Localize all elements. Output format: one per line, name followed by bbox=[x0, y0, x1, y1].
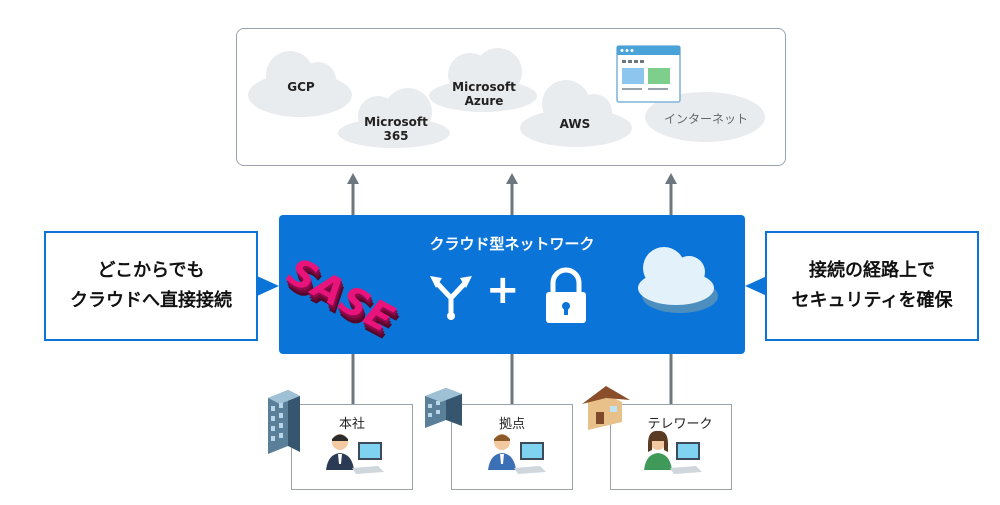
branch-building-icon bbox=[425, 388, 462, 428]
house-icon bbox=[582, 386, 630, 430]
microsoft-365-label: Microsoft 365 bbox=[364, 115, 428, 143]
left-callout-pointer-icon bbox=[257, 276, 279, 296]
microsoft-azure-cloud-icon bbox=[429, 48, 537, 112]
direct-cloud-connection-callout: どこからでも クラウドへ直接接続 bbox=[44, 231, 258, 341]
microsoft-365-cloud-icon bbox=[338, 88, 450, 148]
internet-label: インターネット bbox=[663, 112, 748, 126]
right-callout-pointer-icon bbox=[745, 276, 767, 296]
site-label: 本社 bbox=[338, 417, 365, 432]
site-label: テレワーク bbox=[647, 417, 713, 432]
network-title: クラウド型ネットワーク bbox=[429, 235, 595, 253]
internet-ellipse bbox=[645, 92, 765, 142]
worker-at-computer-icon bbox=[326, 434, 384, 474]
plus-symbol: + bbox=[486, 267, 520, 313]
routing-icon bbox=[430, 276, 472, 320]
lock-icon bbox=[546, 267, 586, 323]
office-building-icon bbox=[268, 390, 300, 454]
teleworker-at-computer-icon bbox=[644, 430, 702, 474]
site-headquarters: 本社 bbox=[291, 404, 413, 490]
browser-window-icon bbox=[616, 45, 681, 103]
worker-at-computer-icon bbox=[488, 434, 546, 474]
site-telework: テレワーク bbox=[610, 404, 732, 490]
gcp-cloud-icon bbox=[248, 51, 352, 117]
microsoft-azure-label: Microsoft Azure bbox=[452, 80, 516, 108]
security-on-path-callout: 接続の経路上で セキュリティを確保 bbox=[765, 231, 979, 341]
gcp-label: GCP bbox=[287, 80, 315, 94]
aws-label: AWS bbox=[559, 117, 591, 131]
aws-cloud-icon bbox=[520, 80, 632, 147]
site-branch: 拠点 bbox=[451, 404, 573, 490]
site-label: 拠点 bbox=[498, 417, 525, 432]
cloud-icon bbox=[638, 247, 718, 313]
